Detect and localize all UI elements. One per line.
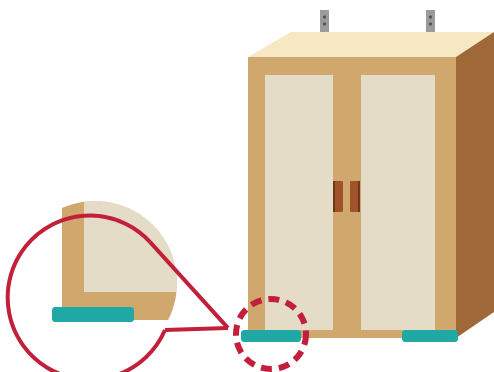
- bracket-plate: [320, 10, 329, 46]
- dashed-circle-highlight-icon: [233, 296, 309, 372]
- bracket-hole: [322, 22, 327, 26]
- zoomed-foot-pad-icon: [52, 307, 134, 322]
- cabinet-side: [456, 32, 494, 338]
- bracket-hole: [322, 15, 327, 19]
- door-handle-right-shade: [358, 181, 360, 212]
- foot-pad-left-icon: [241, 330, 301, 342]
- magnifier-callout-icon: [5, 201, 230, 372]
- door-handle-left-shade: [333, 181, 335, 212]
- bracket-plate: [426, 10, 435, 46]
- door-panel-right: [361, 75, 435, 330]
- door-handle-left: [333, 181, 343, 212]
- bracket-hole: [428, 15, 433, 19]
- cabinet-top: [248, 32, 494, 57]
- bracket-hole: [428, 22, 433, 26]
- foot-pad-right-icon: [402, 330, 458, 342]
- callout-outline: [5, 213, 167, 372]
- callout-tail-edge-top: [148, 240, 230, 330]
- door-handle-right: [350, 181, 360, 212]
- callout-tail-edge-bottom: [164, 326, 229, 332]
- door-panel-left: [265, 75, 333, 330]
